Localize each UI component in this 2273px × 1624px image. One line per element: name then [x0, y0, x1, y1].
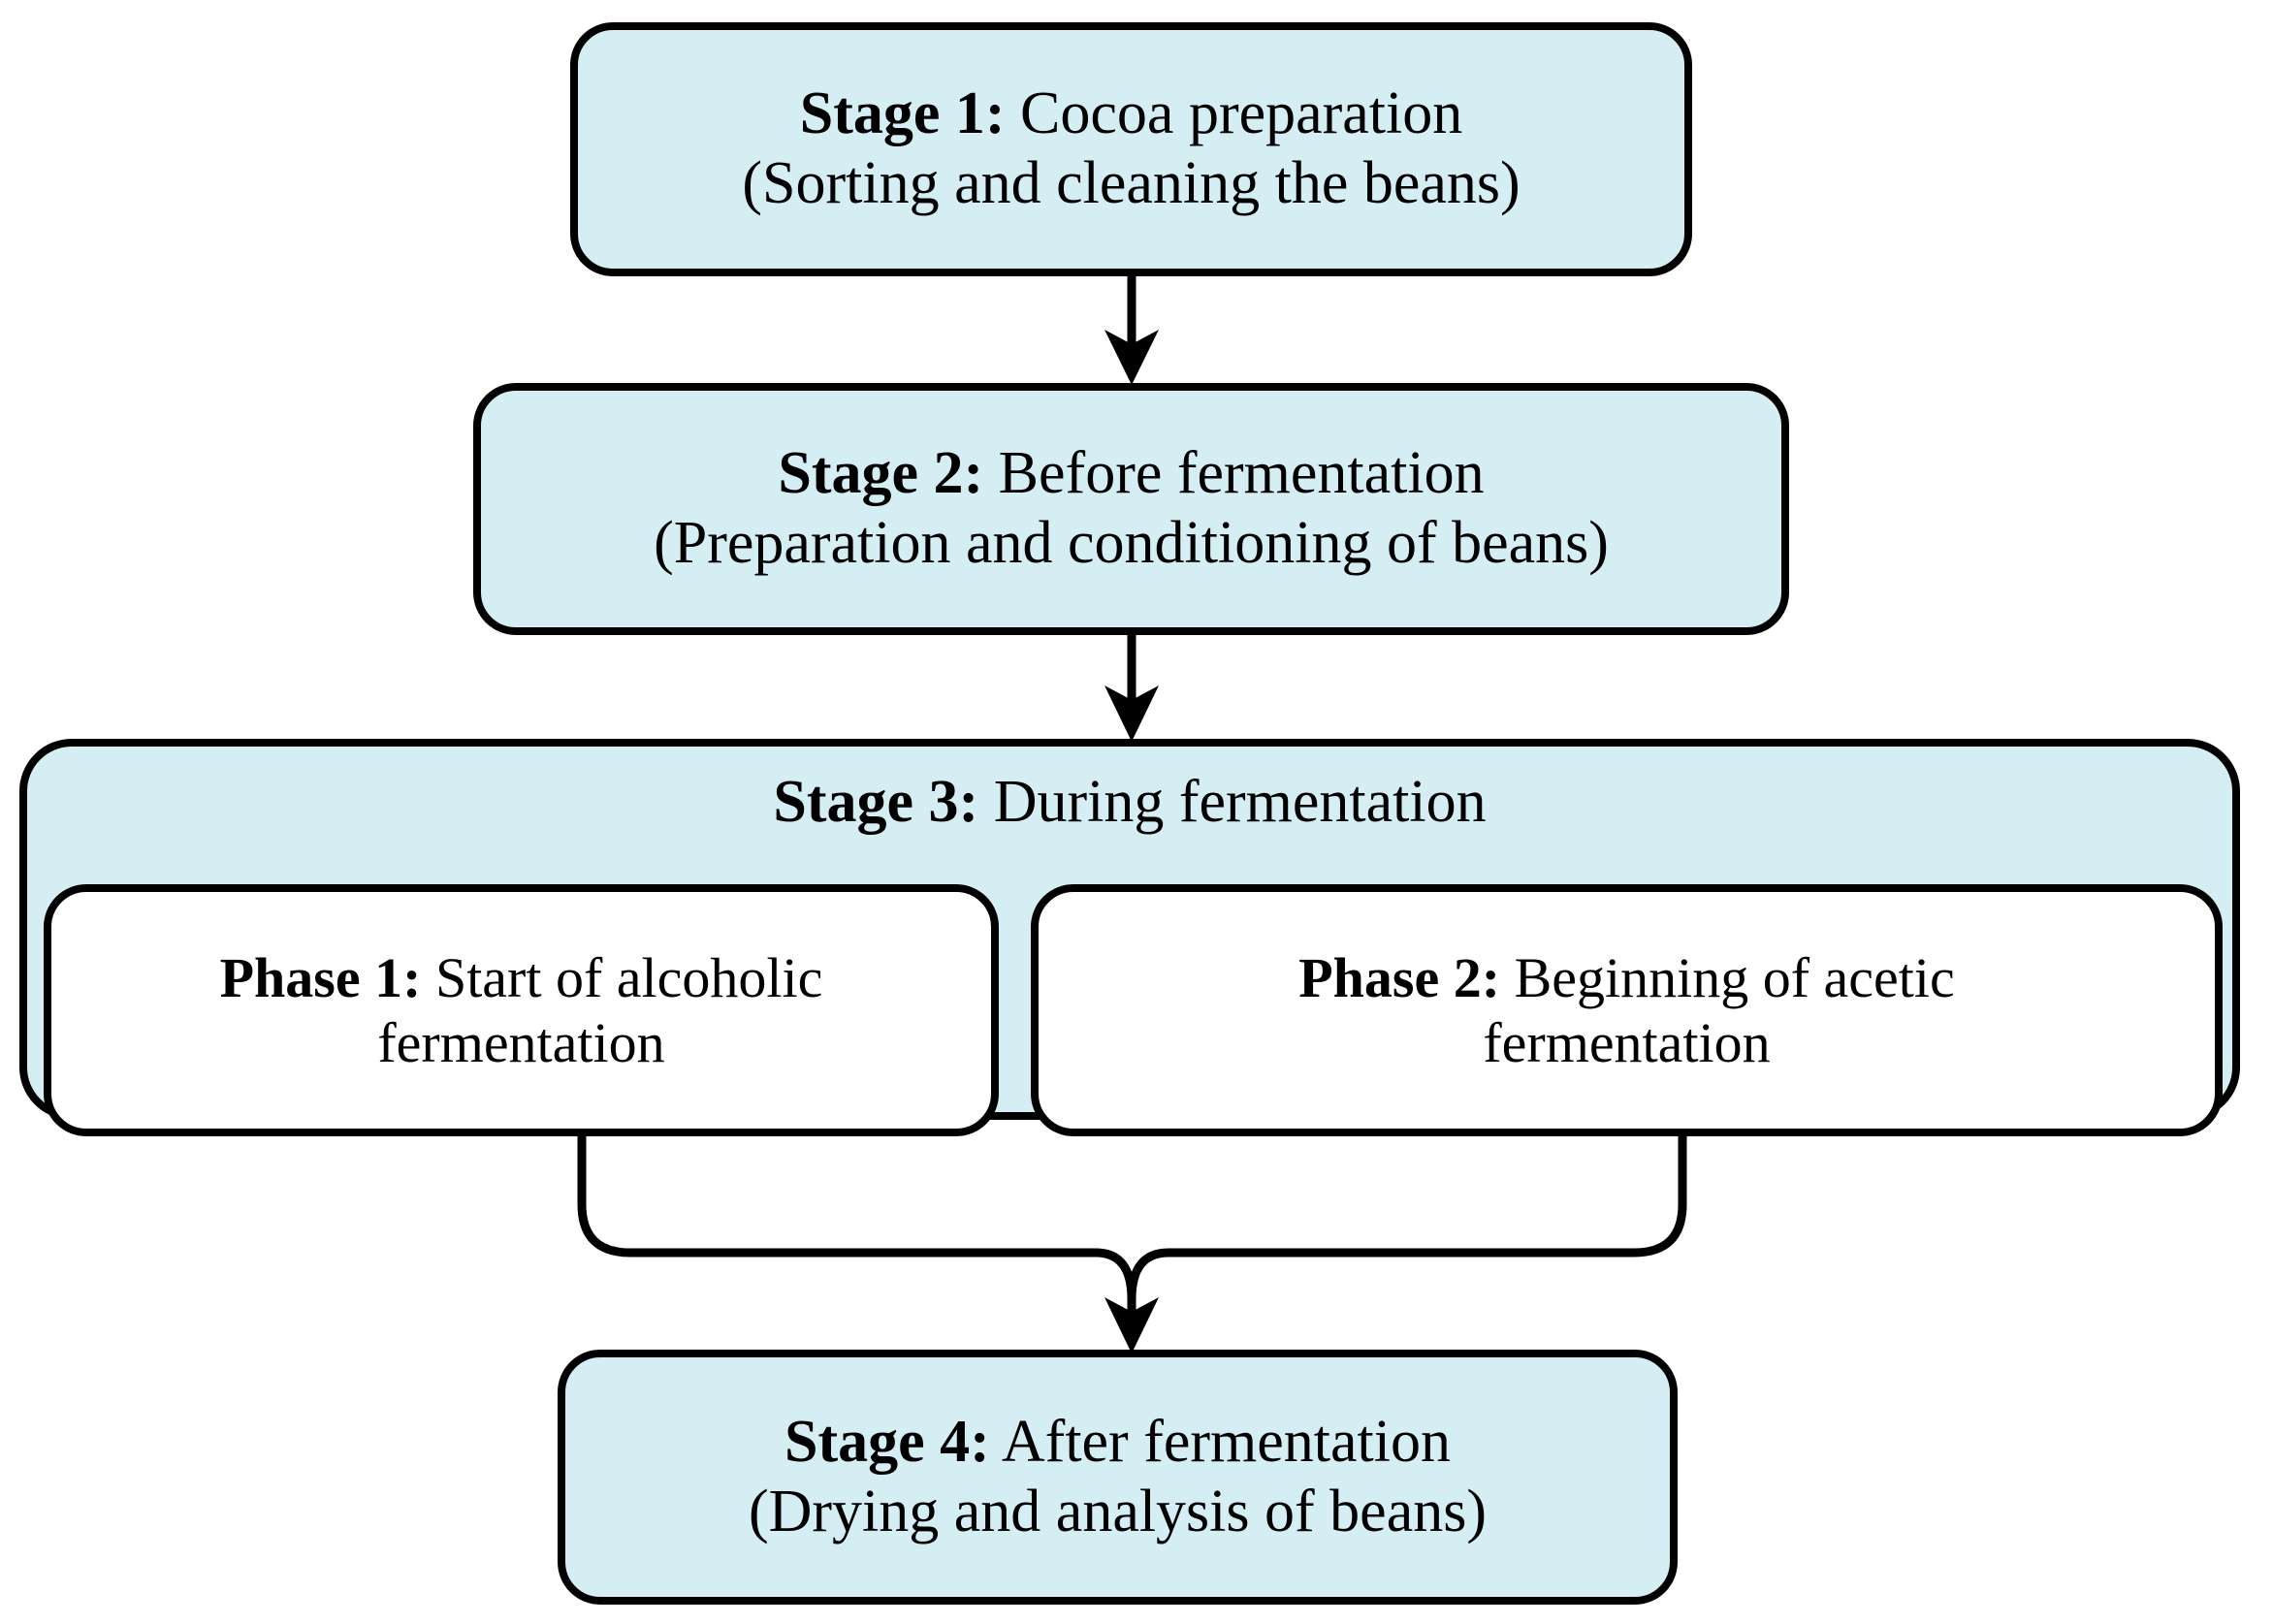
stage-3-heading: Stage 3: During fermentation	[27, 768, 2232, 838]
phase-2-label: Phase 2:	[1298, 945, 1501, 1009]
connector-stage2-to-stage3	[1104, 635, 1159, 742]
connector-merge-to-stage4	[1095, 1248, 1169, 1353]
phase-1-detail: fermentation	[377, 1011, 665, 1074]
connector-phase1-to-merge	[577, 1136, 1096, 1258]
stage-1-detail: (Sorting and cleaning the beans)	[742, 150, 1521, 216]
stage-4-heading: Stage 4: After fermentation	[565, 1408, 1670, 1478]
phase-2-detail: fermentation	[1483, 1011, 1771, 1074]
connector-phase2-to-merge	[1169, 1136, 1687, 1258]
stage-4-detail: (Drying and analysis of beans)	[748, 1478, 1487, 1544]
stage-2-title: Before fermentation	[983, 440, 1485, 507]
stage-1-title: Cocoa preparation	[1005, 80, 1463, 147]
connector-stage1-to-stage2	[1104, 276, 1159, 385]
phase-1-heading: Phase 1: Start of alcoholic	[51, 945, 991, 1010]
node-phase-1[interactable]: Phase 1: Start of alcoholic fermentation	[44, 884, 999, 1136]
stage-1-heading: Stage 1: Cocoa preparation	[578, 80, 1684, 149]
stage-1-label: Stage 1:	[799, 80, 1006, 147]
stage-2-detail: (Preparation and conditioning of beans)	[654, 510, 1609, 576]
stage-2-label: Stage 2:	[778, 440, 984, 507]
stage-3-label: Stage 3:	[773, 769, 979, 835]
phase-1-title: Start of alcoholic	[421, 945, 823, 1009]
stage-2-heading: Stage 2: Before fermentation	[481, 439, 1781, 509]
node-stage-2[interactable]: Stage 2: Before fermentation (Preparatio…	[473, 383, 1789, 635]
phase-1-label: Phase 1:	[219, 945, 422, 1009]
stage-4-label: Stage 4:	[784, 1408, 990, 1475]
stage-4-title: After fermentation	[989, 1408, 1451, 1475]
stage-3-title: During fermentation	[978, 769, 1487, 835]
node-stage-4[interactable]: Stage 4: After fermentation (Drying and …	[558, 1350, 1678, 1605]
node-stage-1[interactable]: Stage 1: Cocoa preparation (Sorting and …	[570, 22, 1692, 276]
phase-2-heading: Phase 2: Beginning of acetic	[1039, 945, 2215, 1010]
phase-2-title: Beginning of acetic	[1500, 945, 1955, 1009]
node-phase-2[interactable]: Phase 2: Beginning of acetic fermentatio…	[1031, 884, 2223, 1136]
